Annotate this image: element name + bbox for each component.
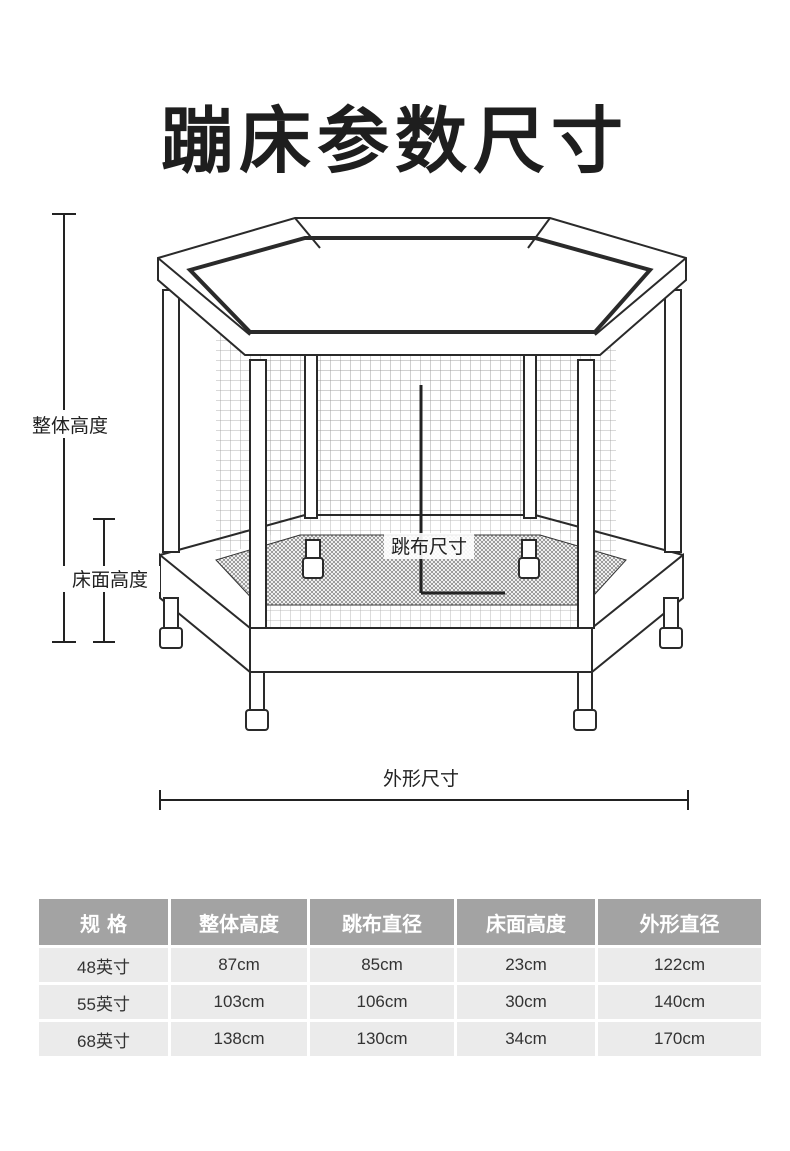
cell-overall-height: 103cm — [171, 985, 307, 1019]
cell-bed-height: 30cm — [457, 985, 595, 1019]
table-header-row: 规 格 整体高度 跳布直径 床面高度 外形直径 — [39, 899, 761, 945]
header-outer-diameter: 外形直径 — [598, 899, 761, 945]
cell-outer-diameter: 170cm — [598, 1022, 761, 1056]
cell-spec: 55英寸 — [39, 985, 168, 1019]
cell-outer-diameter: 122cm — [598, 948, 761, 982]
cell-spec: 68英寸 — [39, 1022, 168, 1056]
outer-size-label: 外形尺寸 — [383, 768, 459, 790]
cell-bed-height: 34cm — [457, 1022, 595, 1056]
top-frame — [157, 217, 687, 356]
cell-bed-height: 23cm — [457, 948, 595, 982]
header-mat-diameter: 跳布直径 — [310, 899, 454, 945]
base-frame — [159, 514, 684, 675]
cell-overall-height: 138cm — [171, 1022, 307, 1056]
cell-overall-height: 87cm — [171, 948, 307, 982]
jump-size-label: 跳布尺寸 — [391, 536, 467, 558]
cell-spec: 48英寸 — [39, 948, 168, 982]
bed-height-label: 床面高度 — [72, 569, 148, 591]
header-bed-height: 床面高度 — [457, 899, 595, 945]
table-row: 68英寸 138cm 130cm 34cm 170cm — [39, 1022, 761, 1056]
poles — [162, 249, 682, 629]
table-row: 55英寸 103cm 106cm 30cm 140cm — [39, 985, 761, 1019]
cell-mat-diameter: 85cm — [310, 948, 454, 982]
header-spec: 规 格 — [39, 899, 168, 945]
spec-table: 规 格 整体高度 跳布直径 床面高度 外形直径 48英寸 87cm 85cm 2… — [36, 896, 764, 1059]
overall-height-label: 整体高度 — [32, 415, 108, 437]
cell-mat-diameter: 106cm — [310, 985, 454, 1019]
cell-mat-diameter: 130cm — [310, 1022, 454, 1056]
table-row: 48英寸 87cm 85cm 23cm 122cm — [39, 948, 761, 982]
cell-outer-diameter: 140cm — [598, 985, 761, 1019]
legs — [159, 539, 683, 731]
header-overall-height: 整体高度 — [171, 899, 307, 945]
trampoline-diagram: 整体高度 床面高度 跳布尺寸 外形尺寸 — [18, 213, 689, 810]
page-title: 蹦床参数尺寸 — [160, 99, 629, 183]
